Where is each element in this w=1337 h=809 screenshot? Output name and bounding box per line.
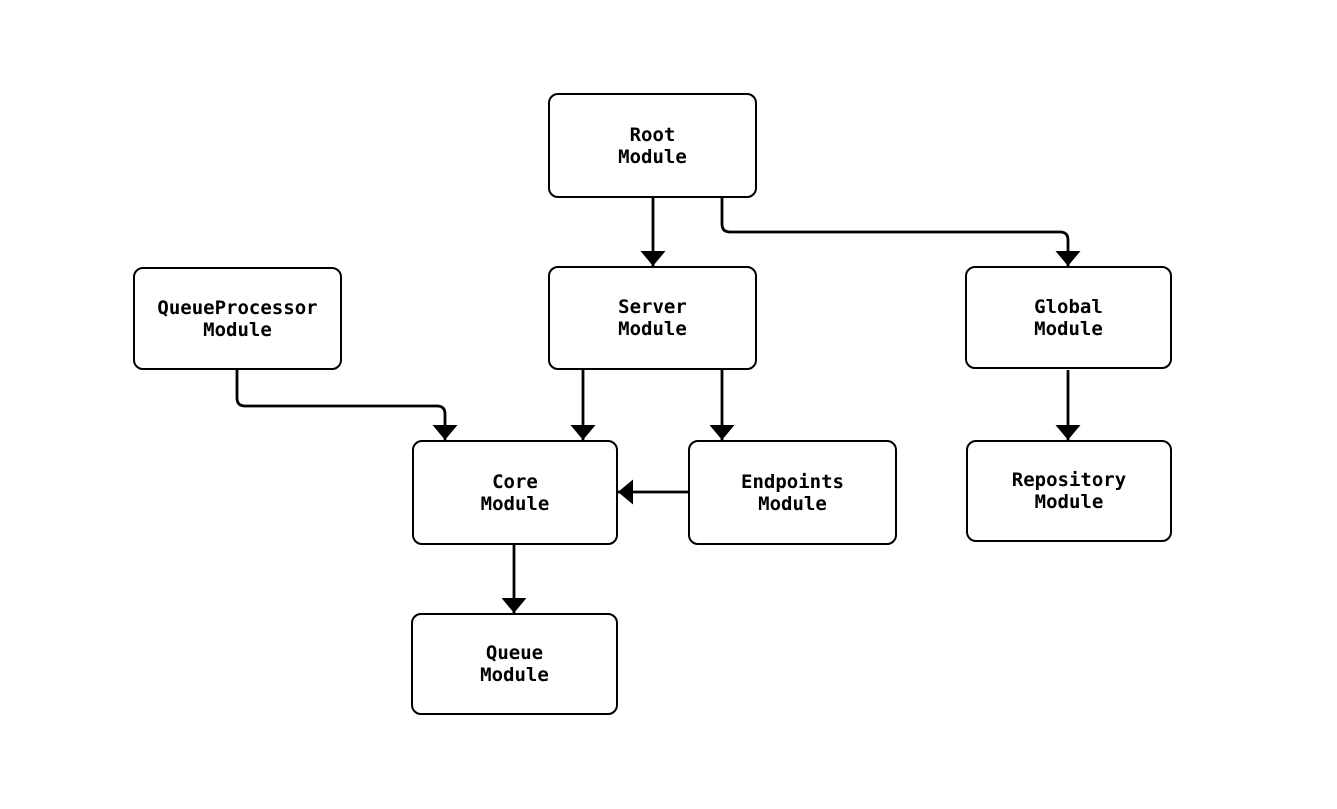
node-label-endpoints: Endpoints Module <box>741 470 844 515</box>
node-repository-module: Repository Module <box>966 440 1172 542</box>
node-endpoints-module: Endpoints Module <box>688 440 897 545</box>
node-server-module: Server Module <box>548 266 757 370</box>
node-label-global: Global Module <box>1034 295 1103 340</box>
node-core-module: Core Module <box>412 440 618 545</box>
node-label-queue: Queue Module <box>480 642 549 686</box>
node-root-module: Root Module <box>548 93 757 198</box>
node-label-repository: Repository Module <box>1011 469 1127 513</box>
node-label-queueprocessor: QueueProcessor Module <box>157 296 318 341</box>
node-label-server: Server Module <box>618 296 687 340</box>
node-label-core: Core Module <box>480 470 550 515</box>
edge-queueprocessor-to-core <box>235 370 458 440</box>
node-queueprocessor-module: QueueProcessor Module <box>133 267 342 370</box>
edge-root-to-global <box>720 198 1081 266</box>
node-queue-module: Queue Module <box>411 613 618 715</box>
node-label-root: Root Module <box>618 123 687 168</box>
node-global-module: Global Module <box>965 266 1172 369</box>
